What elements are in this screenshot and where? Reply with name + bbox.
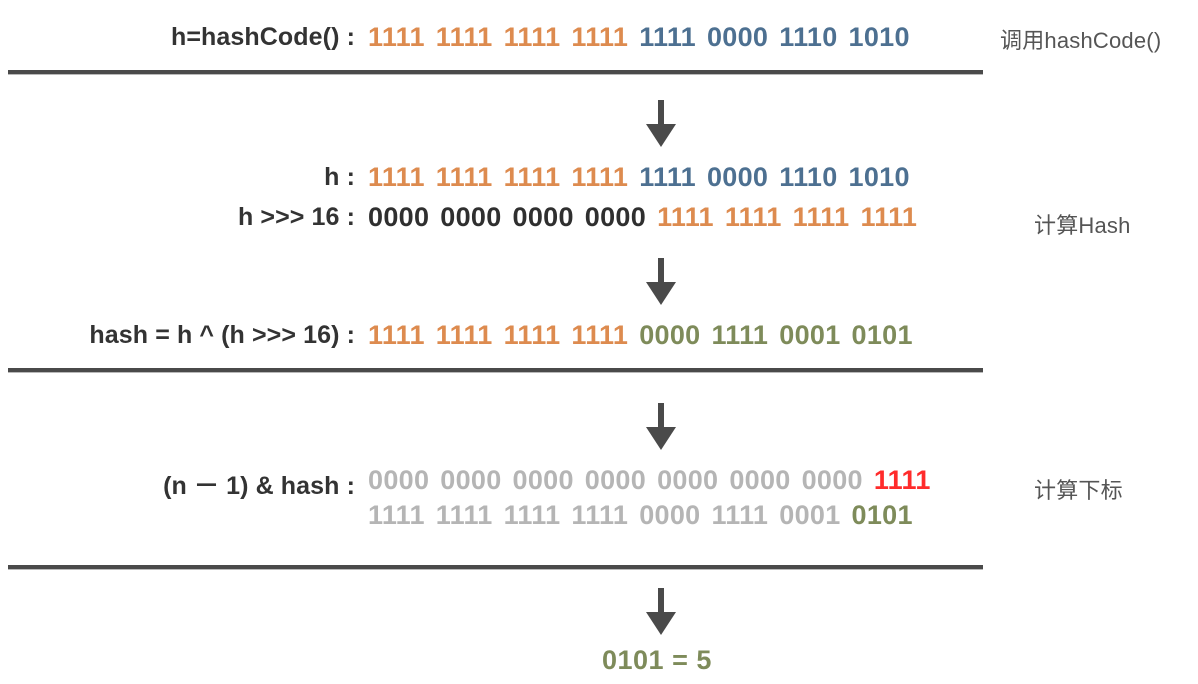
bit-group: 0000: [440, 202, 502, 232]
bit-group: 1111: [639, 162, 696, 192]
bit-group: 0000: [440, 465, 502, 495]
bit-group: 1111: [711, 320, 769, 350]
bit-group: 1111: [657, 202, 714, 232]
bit-group: 1111: [571, 162, 629, 192]
row-values-h: 1111 1111 1111 1111 1111 0000 1110 1010: [368, 157, 910, 197]
bit-group: 1111: [873, 465, 931, 495]
bits-line: 1111 1111 1111 1111 1111 0000 1110 1010: [368, 17, 910, 57]
bit-group: 0101: [851, 500, 913, 530]
bit-group: 0001: [779, 320, 841, 350]
bit-group: 1111: [368, 500, 425, 530]
stage-caption-compute-index: 计算下标: [1034, 478, 1123, 503]
bits-line: 1111 1111 1111 1111 1111 0000 1110 1010: [368, 157, 910, 197]
bit-group: 0000: [368, 202, 430, 232]
bits-line: 1111 1111 1111 1111 0000 1111 0001 0101: [368, 498, 931, 533]
row-label-h-shift-16: h >>> 16 :: [237, 203, 355, 231]
bit-group: 0000: [801, 465, 863, 495]
bit-group: 1111: [435, 500, 493, 530]
bit-group: 1111: [724, 202, 782, 232]
bits-line: 0000 0000 0000 0000 1111 1111 1111 1111: [368, 197, 917, 237]
bit-group: 1111: [368, 162, 425, 192]
divider-rule-3: [8, 565, 983, 570]
bit-group: 0000: [706, 22, 769, 52]
bit-group: 1111: [860, 202, 918, 232]
bit-group: 0000: [512, 202, 574, 232]
bit-group: 1111: [503, 320, 561, 350]
bit-group: 1111: [368, 320, 425, 350]
bit-group: 0000: [639, 320, 701, 350]
arrow-down-icon: [644, 588, 678, 636]
bit-group: 0000: [584, 465, 647, 495]
bit-group: 1111: [435, 162, 493, 192]
row-values-hash-xor: 1111 1111 1111 1111 0000 1111 0001 0101: [368, 315, 913, 355]
bit-group: 1110: [779, 22, 838, 52]
bit-group: 0000: [639, 500, 701, 530]
bit-group: 1111: [503, 500, 561, 530]
bit-group: 1111: [503, 22, 561, 52]
bit-group: 0000: [729, 465, 791, 495]
bit-group: 1111: [711, 500, 769, 530]
bits-line: 1111 1111 1111 1111 0000 1111 0001 0101: [368, 315, 913, 355]
row-label-n-minus-1-and-hash: (n － 1) & hash :: [163, 472, 355, 500]
bit-group: 0001: [779, 500, 841, 530]
bit-group: 1111: [571, 22, 629, 52]
divider-rule-2: [8, 368, 983, 373]
bit-group: 1110: [779, 162, 838, 192]
bit-group: 0000: [657, 465, 719, 495]
bit-group: 0000: [584, 202, 647, 232]
bit-group: 1111: [792, 202, 850, 232]
bit-group: 0000: [512, 465, 574, 495]
row-values-hashcode: 1111 1111 1111 1111 1111 0000 1110 1010: [368, 17, 910, 57]
bit-group: 0000: [368, 465, 430, 495]
stage-caption-compute-hash: 计算Hash: [1034, 213, 1131, 238]
row-label-hash-xor: hash = h ^ (h >>> 16) :: [89, 321, 355, 349]
bit-group: 1111: [571, 320, 629, 350]
row-values-h-shift-16: 0000 0000 0000 0000 1111 1111 1111 1111: [368, 197, 917, 237]
arrow-down-icon: [644, 258, 678, 306]
bits-line: 0000 0000 0000 0000 0000 0000 0000 1111: [368, 463, 931, 498]
bit-group: 1111: [368, 22, 425, 52]
stage-caption-call-hashcode: 调用hashCode(): [1000, 28, 1162, 53]
bit-group: 1111: [571, 500, 629, 530]
arrow-down-icon: [644, 100, 678, 148]
row-label-h: h :: [324, 163, 355, 191]
row-h: h : 1111 1111 1111 1111 1111 0000 1110 1010: [0, 157, 910, 197]
bit-group: 1111: [435, 22, 493, 52]
row-label-hashcode: h=hashCode() :: [170, 23, 355, 51]
result-index-value: 0101 = 5: [602, 645, 712, 675]
bit-group: 0101: [851, 320, 913, 350]
bit-group: 1111: [435, 320, 493, 350]
bit-group: 1111: [503, 162, 561, 192]
arrow-down-icon: [644, 403, 678, 451]
bit-group: 1010: [848, 22, 910, 52]
bit-group: 1010: [848, 162, 910, 192]
row-h-shift-16: h >>> 16 : 0000 0000 0000 0000 1111 1111 1111 1…: [0, 197, 917, 237]
bit-group: 1111: [639, 22, 696, 52]
bit-group: 0000: [706, 162, 769, 192]
divider-rule-1: [8, 70, 983, 75]
